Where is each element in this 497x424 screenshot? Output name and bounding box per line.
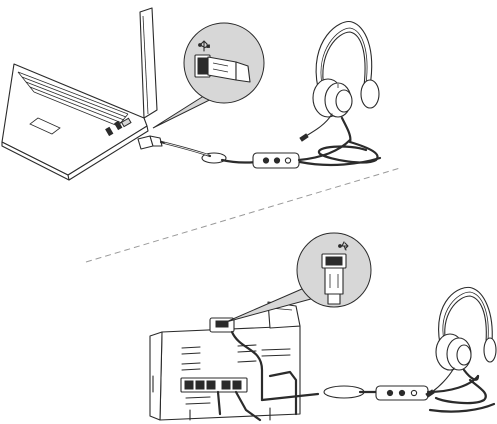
usb-icon xyxy=(198,40,210,52)
usb-icon xyxy=(338,241,349,251)
usb-cable-top xyxy=(137,135,258,164)
headset-icon xyxy=(425,286,497,413)
desk-phone-icon xyxy=(149,301,301,422)
inline-controller-bottom xyxy=(375,385,429,401)
scenario-divider xyxy=(85,167,401,263)
usb-cable-bottom xyxy=(260,385,378,402)
inline-controller-top xyxy=(252,152,300,169)
laptop-icon xyxy=(1,7,158,181)
usb-plug-callout-top xyxy=(152,22,265,129)
usb-plug-callout-bottom xyxy=(225,232,372,323)
headset-icon xyxy=(298,21,382,167)
